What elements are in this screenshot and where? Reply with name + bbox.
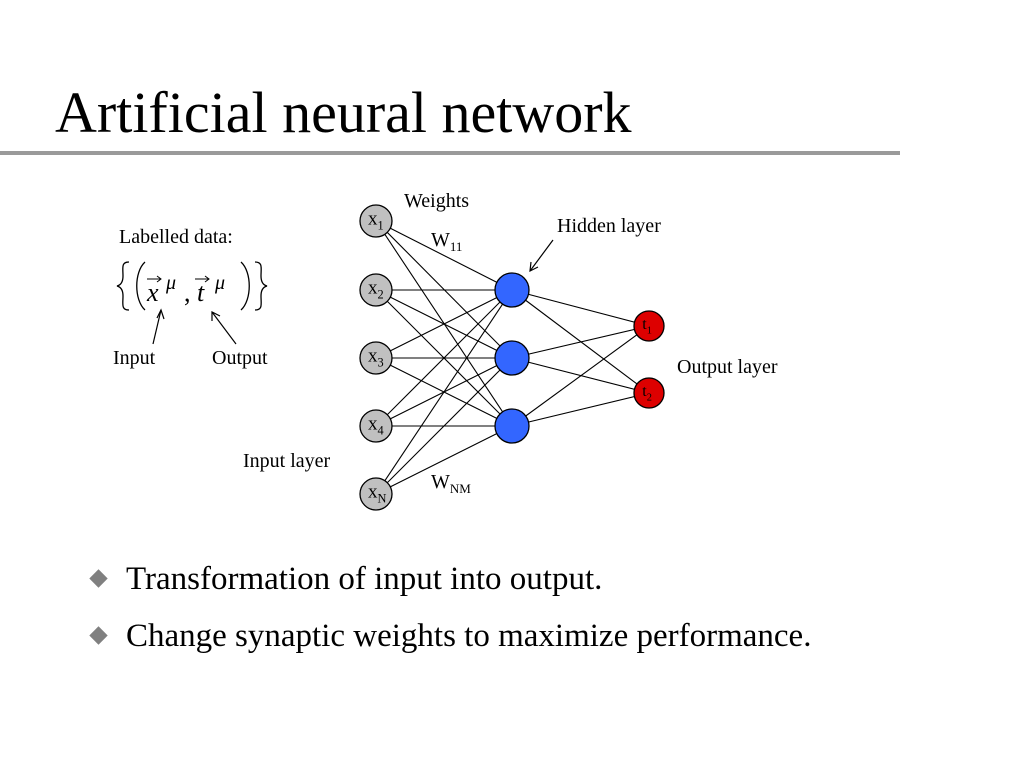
input-annotation: Input <box>113 347 156 369</box>
bullet-list: Transformation of input into output. Cha… <box>89 556 812 670</box>
outer-brace-right <box>254 261 268 311</box>
input-hidden-connection <box>375 425 513 495</box>
vector-arrow-x <box>147 275 162 283</box>
hidden-node <box>494 272 530 308</box>
input-hidden-connection <box>375 289 513 359</box>
outer-brace-left <box>116 261 130 311</box>
network-connections <box>375 220 650 495</box>
input-node <box>359 204 393 238</box>
paren-right <box>240 261 250 311</box>
bullet-text: Transformation of input into output. <box>126 561 603 597</box>
hidden-output-connection <box>511 325 650 359</box>
labelled-data-caption: Labelled data: <box>119 226 233 248</box>
input-hidden-connection <box>375 289 513 427</box>
input-node-label: x3 <box>368 345 384 369</box>
weight-label-last: WNM <box>431 471 471 496</box>
formula-mu-2: μ <box>214 272 225 294</box>
bullet-item: Transformation of input into output. <box>89 556 812 603</box>
output-node <box>633 310 665 342</box>
hidden-output-connection <box>511 325 650 427</box>
page-title: Artificial neural network <box>55 80 632 145</box>
input-node <box>359 409 393 443</box>
input-node <box>359 477 393 511</box>
bullet-text: Change synaptic weights to maximize perf… <box>126 618 812 654</box>
diamond-bullet-icon <box>89 569 108 588</box>
formula-comma: , <box>184 278 191 307</box>
output-node-label: t2 <box>642 383 652 403</box>
bullet-item: Change synaptic weights to maximize perf… <box>89 613 812 660</box>
output-node <box>633 377 665 409</box>
input-hidden-connection <box>375 357 513 495</box>
input-layer-label: Input layer <box>243 450 331 472</box>
formula-annotation-arrows <box>152 308 237 345</box>
input-node-label: xN <box>368 481 387 505</box>
hidden-node <box>494 340 530 376</box>
formula-mu-1: μ <box>165 272 176 294</box>
hidden-node <box>494 408 530 444</box>
input-node <box>359 273 393 307</box>
formula-x: x <box>146 278 159 307</box>
output-layer-label: Output layer <box>677 356 778 378</box>
labelled-data-formula <box>116 261 268 311</box>
formula-t: t <box>197 278 205 307</box>
hidden-output-connection <box>511 289 650 327</box>
input-node-label: x2 <box>368 277 384 301</box>
diamond-bullet-icon <box>89 626 108 645</box>
output-node-label: t1 <box>642 316 652 336</box>
weight-label-first: W11 <box>431 229 462 254</box>
hidden-layer-arrow <box>529 239 554 273</box>
input-node-label: x1 <box>368 208 384 232</box>
paren-left <box>136 261 146 311</box>
title-divider <box>0 151 900 155</box>
hidden-layer-label: Hidden layer <box>557 215 661 237</box>
input-node <box>359 341 393 375</box>
output-annotation: Output <box>212 347 268 369</box>
hidden-output-connection <box>511 392 650 427</box>
weights-label: Weights <box>404 190 469 212</box>
input-hidden-connection <box>375 220 513 291</box>
network-nodes: x1 x2 x3 x4 xN t1 t2 <box>359 204 665 511</box>
input-node-label: x4 <box>368 413 384 437</box>
vector-arrow-t <box>195 275 210 283</box>
input-hidden-connection <box>375 289 513 495</box>
